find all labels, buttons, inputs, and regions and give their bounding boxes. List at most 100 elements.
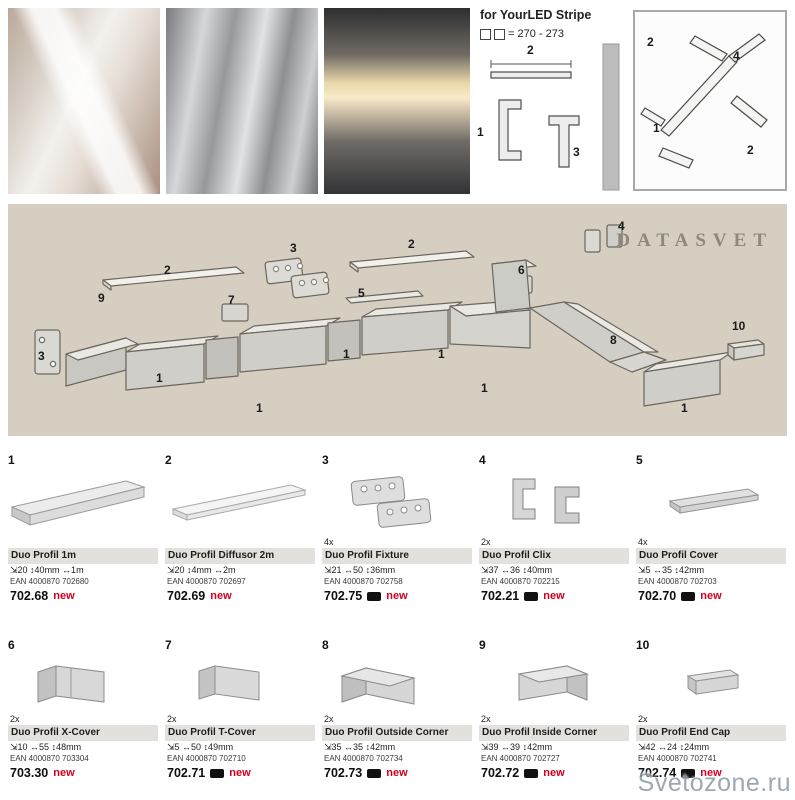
product-code: 702.70 [638, 589, 677, 603]
product-dimensions: ⇲42 ↔24 ↕24mm [638, 742, 710, 752]
product-code: 702.72 [481, 766, 520, 780]
product-dimensions: ⇲10 ↔55 ↕48mm [10, 742, 82, 752]
product-dimensions: ⇲39 ↔39 ↕42mm [481, 742, 553, 752]
product-title: Duo Profil Diffusor 2m [165, 548, 315, 564]
product-tile-duo-profil-x-cover: 6 2x Duo Profil X-Cover ⇲10 ↔55 ↕48mm EA… [8, 638, 158, 782]
product-tile-duo-profil-1m: 1 Duo Profil 1m ⇲20 ↕40mm ↔1m EAN 400087… [8, 453, 158, 605]
product-code: 702.71 [167, 766, 206, 780]
pack-quantity [8, 537, 158, 548]
product-title: Duo Profil 1m [8, 548, 158, 564]
pack-quantity [165, 537, 315, 548]
callout: 1 [481, 381, 488, 395]
callout: 2 [647, 35, 654, 49]
carton-icon [681, 591, 696, 601]
duo-profil-cover-image [636, 467, 786, 537]
photo-installation-hands [8, 8, 160, 194]
callout: 1 [681, 401, 688, 415]
callout: 1 [343, 347, 350, 361]
product-title: Duo Profil Cover [636, 548, 786, 564]
product-dimensions: ⇲37 ↔36 ↕40mm [481, 565, 553, 575]
product-code-row: 702.72 new [479, 764, 629, 782]
product-code: 702.21 [481, 589, 520, 603]
new-badge: new [543, 590, 565, 602]
assembly-diagram-box: 2 4 1 2 [633, 10, 787, 191]
product-ean: EAN 4000870 702727 [481, 754, 560, 763]
callout: 6 [518, 263, 525, 277]
duo-profil-end-cap-image [636, 652, 786, 714]
product-dimensions: ⇲20 ↕4mm ↔2m [167, 565, 236, 575]
product-code: 702.75 [324, 589, 363, 603]
product-code: 702.68 [10, 589, 49, 603]
carton-icon [681, 768, 696, 778]
exploded-view-panel: DATASVET 3 2 2 4 9 7 5 6 3 1 1 1 1 1 8 1… [8, 204, 787, 436]
product-dimensions: ⇲20 ↕40mm ↔1m [10, 565, 84, 575]
duo-profil-outside-corner-image [322, 652, 472, 714]
product-ean: EAN 4000870 702734 [324, 754, 403, 763]
page-icon [480, 28, 491, 40]
duo-profil-t-cover-image [165, 652, 315, 714]
callout: 1 [256, 401, 263, 415]
callout: 9 [98, 291, 105, 305]
product-ean: EAN 4000870 702215 [481, 577, 560, 586]
product-number: 10 [636, 638, 650, 652]
callout: 1 [477, 125, 484, 139]
product-tile-duo-profil-fixture: 3 4x Duo Profil Fixture ⇲21 ↔50 ↕36mm EA… [322, 453, 472, 605]
callout: 2 [164, 263, 171, 277]
product-number: 1 [8, 453, 15, 467]
product-ean: EAN 4000870 703304 [10, 754, 89, 763]
duo-profil-diffusor-image [165, 467, 315, 537]
product-title: Duo Profil Inside Corner [479, 725, 629, 741]
duo-profil-x-cover-image [8, 652, 158, 714]
product-number: 5 [636, 453, 643, 467]
product-code: 703.30 [10, 766, 49, 780]
duo-profil-clix-image [479, 467, 629, 537]
product-tile-duo-profil-inside-corner: 9 2x Duo Profil Inside Corner ⇲39 ↔39 ↕4… [479, 638, 629, 782]
product-code-row: 702.71 new [165, 764, 315, 782]
new-badge: new [53, 767, 75, 779]
product-number: 4 [479, 453, 486, 467]
product-dimensions: ⇲21 ↔50 ↕36mm [324, 565, 396, 575]
duo-profil-inside-corner-image [479, 652, 629, 714]
product-code-row: 702.74 new [636, 764, 786, 782]
new-badge: new [210, 590, 232, 602]
product-title: Duo Profil Outside Corner [322, 725, 472, 741]
product-code-row: 702.75 new [322, 587, 472, 605]
product-tile-duo-profil-cover: 5 4x Duo Profil Cover ⇲5 ↔35 ↕42mm EAN 4… [636, 453, 786, 605]
product-number: 2 [165, 453, 172, 467]
callout: 4 [618, 219, 625, 233]
pack-quantity: 2x [481, 714, 491, 724]
new-badge: new [386, 767, 408, 779]
product-title: Duo Profil Clix [479, 548, 629, 564]
product-number: 3 [322, 453, 329, 467]
product-ean: EAN 4000870 702710 [167, 754, 246, 763]
product-code-row: 702.70 new [636, 587, 786, 605]
product-code-row: 702.69 new [165, 587, 315, 605]
product-dimensions: ⇲35 ↔35 ↕42mm [324, 742, 396, 752]
product-tile-duo-profil-end-cap: 10 2x Duo Profil End Cap ⇲42 ↔24 ↕24mm E… [636, 638, 786, 782]
product-ean: EAN 4000870 702680 [10, 577, 89, 586]
product-tile-duo-profil-t-cover: 7 2x Duo Profil T-Cover ⇲5 ↔50 ↕49mm EAN… [165, 638, 315, 782]
page-reference-text: = 270 - 273 [508, 28, 564, 40]
product-tile-duo-profil-outside-corner: 8 2x Duo Profil Outside Corner ⇲35 ↔35 ↕… [322, 638, 472, 782]
carton-icon [367, 591, 382, 601]
callout: 3 [573, 145, 580, 159]
callout: 2 [747, 143, 754, 157]
new-badge: new [700, 590, 722, 602]
new-badge: new [229, 767, 251, 779]
datasvet-watermark: DATASVET [616, 230, 773, 251]
product-ean: EAN 4000870 702741 [638, 754, 717, 763]
duo-profil-1m-image [8, 467, 158, 537]
duo-profil-fixture-image [322, 467, 472, 537]
product-title: Duo Profil X-Cover [8, 725, 158, 741]
new-badge: new [386, 590, 408, 602]
product-number: 8 [322, 638, 329, 652]
product-ean: EAN 4000870 702758 [324, 577, 403, 586]
callout: 2 [527, 43, 534, 57]
callout: 5 [358, 286, 365, 300]
pack-quantity: 2x [638, 714, 648, 724]
product-code-row: 702.21 new [479, 587, 629, 605]
product-number: 7 [165, 638, 172, 652]
for-yourled-stripe-label: for YourLED Stripe [480, 8, 592, 22]
callout: 4 [733, 49, 740, 63]
